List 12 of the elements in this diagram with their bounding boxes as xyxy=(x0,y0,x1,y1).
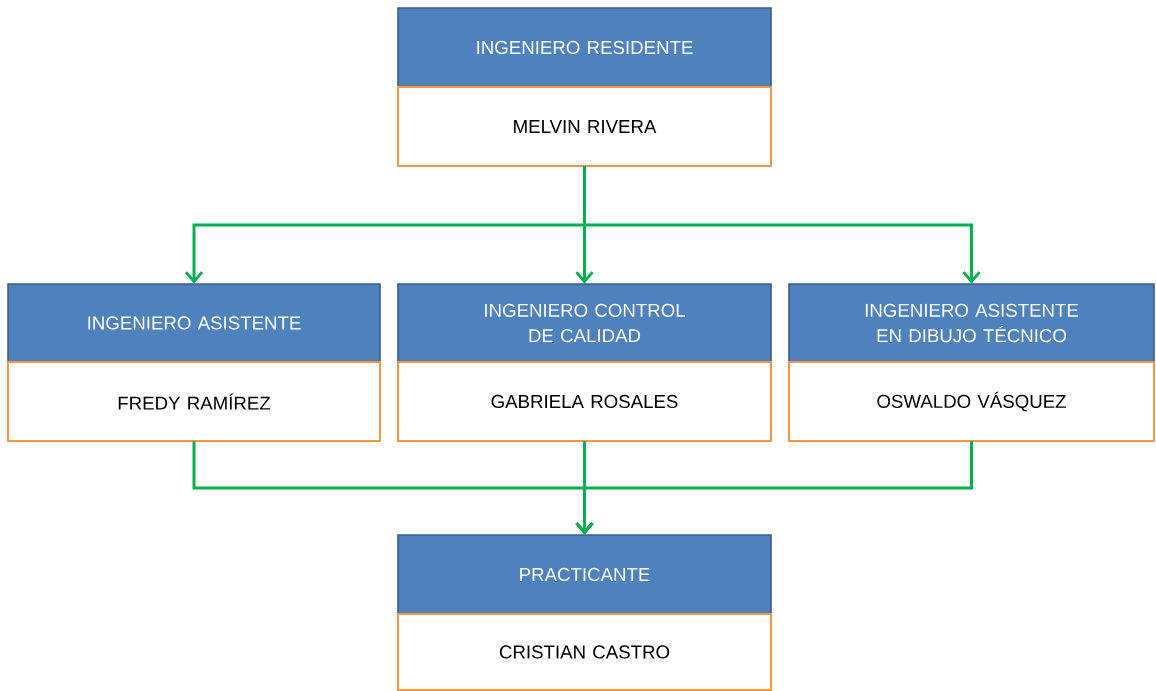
header-box: INGENIERO RESIDENTE xyxy=(397,7,772,88)
name-box: FREDY RAMÍREZ xyxy=(7,361,381,442)
arrow xyxy=(575,441,973,535)
header-box: INGENIERO CONTROL DE CALIDAD xyxy=(397,283,772,363)
name-box: CRISTIAN CASTRO xyxy=(397,613,772,691)
name-box: OSWALDO VÁSQUEZ xyxy=(788,361,1155,442)
name-box: MELVIN RIVERA xyxy=(397,86,772,167)
header-box: PRACTICANTE xyxy=(397,534,772,615)
arrow xyxy=(583,166,981,284)
header-box: INGENIERO ASISTENTE EN DIBUJO TÉCNICO xyxy=(788,283,1155,363)
header-box: INGENIERO ASISTENTE xyxy=(7,283,381,363)
name-box: GABRIELA ROSALES xyxy=(397,361,772,442)
